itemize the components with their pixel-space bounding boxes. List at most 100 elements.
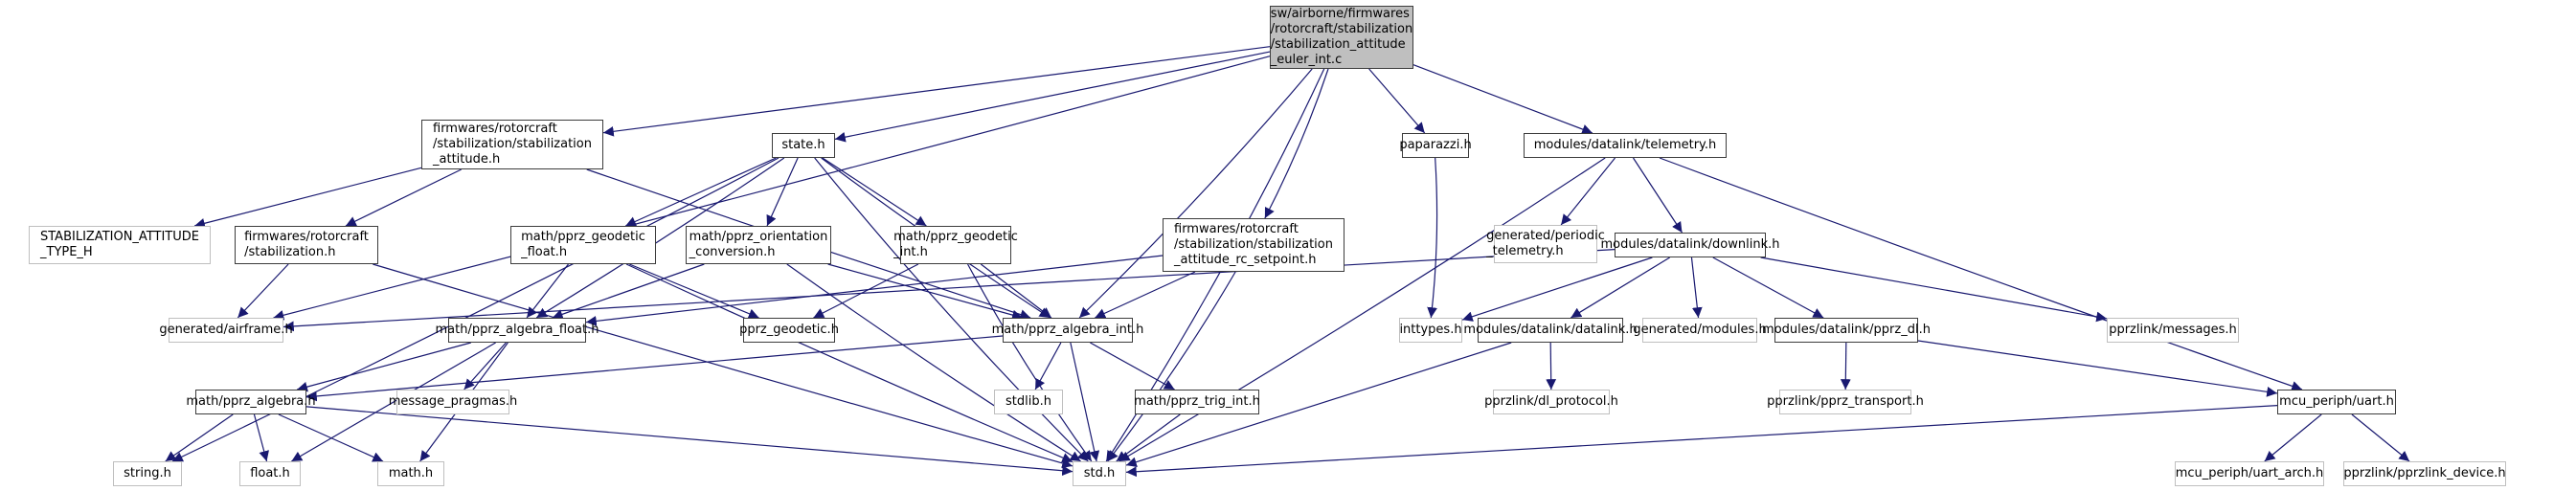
edge-root-to-airframe <box>273 56 1271 321</box>
node-label: modules/datalink/pprz_dl.h <box>1762 323 1931 337</box>
node-algebra[interactable]: math/pprz_algebra.h <box>186 390 316 414</box>
node-label: message_pragmas.h <box>388 394 518 409</box>
edge-telemetry-to-downlink <box>1632 157 1683 234</box>
node-label: math/pprz_orientation _conversion.h <box>689 230 828 259</box>
node-label: std.h <box>1083 466 1116 480</box>
node-label: modules/datalink/telemetry.h <box>1533 138 1717 152</box>
node-stab-att[interactable]: firmwares/rotorcraft /stabilization/stab… <box>421 120 603 169</box>
edge-algebra-float-to-msg-pragmas <box>463 342 507 391</box>
edge-algebra-int-to-trig-int <box>1090 342 1175 391</box>
edge-geodetic-int-to-std <box>967 263 1093 462</box>
node-trig-int[interactable]: math/pprz_trig_int.h <box>1134 390 1260 414</box>
edge-rc-setpoint-to-algebra-float <box>585 255 1164 326</box>
edge-algebra-int-to-algebra <box>305 335 1004 402</box>
edge-paparazzi-to-inttypes <box>1427 157 1438 319</box>
edge-downlink-to-inttypes <box>1461 257 1653 322</box>
edge-downlink-to-pprz-dl <box>1712 257 1824 319</box>
node-label: math/pprz_geodetic _float.h <box>521 230 645 259</box>
edge-telemetry-to-uart <box>1659 157 2303 391</box>
node-string: string.h <box>113 461 182 486</box>
node-label: generated/modules.h <box>1633 323 1767 337</box>
edge-geodetic-float-to-std <box>625 263 1073 463</box>
edge-orientation-to-algebra-float <box>552 263 705 320</box>
node-label: math/pprz_trig_int.h <box>1134 394 1260 409</box>
node-label: pprz_geodetic.h <box>739 323 839 337</box>
edge-state-to-orientation <box>766 157 799 227</box>
edge-state-to-algebra-float <box>535 157 785 319</box>
edge-datalink-to-dl-protocol <box>1546 342 1557 391</box>
edge-root-to-telemetry <box>1412 64 1593 135</box>
node-math: math.h <box>377 461 444 486</box>
edge-uart-to-uart-arch <box>2264 413 2322 462</box>
edge-stab-att-to-stab-type <box>193 167 422 229</box>
node-label: pprzlink/dl_protocol.h <box>1484 394 1618 409</box>
edge-algebra-to-math <box>278 413 384 462</box>
edge-datalink-to-std <box>1125 342 1512 467</box>
edge-root-to-rc-setpoint <box>1264 68 1329 219</box>
node-label: generated/airframe.h <box>159 323 293 337</box>
node-datalink[interactable]: modules/datalink/datalink.h <box>1463 318 1638 343</box>
edge-stabilization-to-std <box>373 263 1073 469</box>
node-orientation[interactable]: math/pprz_orientation _conversion.h <box>686 226 831 264</box>
node-state[interactable]: state.h <box>772 133 835 158</box>
edge-geodetic-float-to-algebra-float <box>526 263 569 319</box>
node-algebra-float[interactable]: math/pprz_algebra_float.h <box>436 318 599 343</box>
node-gen-modules: generated/modules.h <box>1633 318 1767 343</box>
edge-downlink-to-airframe <box>282 248 1616 332</box>
edge-state-to-string <box>171 157 780 462</box>
node-label: math/pprz_algebra_float.h <box>435 323 599 337</box>
node-downlink[interactable]: modules/datalink/downlink.h <box>1601 233 1779 257</box>
edge-algebra-int-to-stdlib <box>1034 342 1062 391</box>
edge-geodetic-float-to-pprz-geodetic <box>629 263 759 319</box>
node-label: modules/datalink/datalink.h <box>1463 323 1638 337</box>
node-inttypes: inttypes.h <box>1399 318 1462 343</box>
node-geodetic-float[interactable]: math/pprz_geodetic _float.h <box>510 226 656 264</box>
edge-downlink-to-datalink <box>1570 257 1670 319</box>
node-label: inttypes.h <box>1399 323 1462 337</box>
node-label: math/pprz_algebra.h <box>186 394 316 409</box>
node-geodetic-int[interactable]: math/pprz_geodetic _int.h <box>893 226 1018 264</box>
edge-downlink-to-messages <box>1760 257 2108 323</box>
node-rc-setpoint[interactable]: firmwares/rotorcraft /stabilization/stab… <box>1163 218 1344 272</box>
node-std: std.h <box>1073 461 1126 486</box>
node-msg-pragmas: message_pragmas.h <box>389 390 517 414</box>
node-label: paparazzi.h <box>1399 138 1472 152</box>
node-label: pprzlink/pprz_transport.h <box>1767 394 1924 409</box>
node-pprzlink-device: pprzlink/pprzlink_device.h <box>2343 461 2506 486</box>
edge-rc-setpoint-to-std <box>1107 271 1236 462</box>
edge-geodetic-int-to-pprz-geodetic <box>813 263 919 319</box>
edge-uart-to-pprzlink-device <box>2351 413 2410 462</box>
node-algebra-int[interactable]: math/pprz_algebra_int.h <box>992 318 1143 343</box>
node-label: modules/datalink/downlink.h <box>1600 237 1780 252</box>
node-label: state.h <box>781 138 825 152</box>
edge-state-to-std <box>814 157 1089 462</box>
edge-uart-to-std <box>1125 405 2278 478</box>
edge-pprz-dl-to-pprz-transport <box>1840 342 1851 391</box>
node-uart-arch: mcu_periph/uart_arch.h <box>2175 461 2324 486</box>
edge-algebra-int-to-std <box>1070 342 1100 462</box>
node-uart[interactable]: mcu_periph/uart.h <box>2277 390 2396 414</box>
node-pprz-dl[interactable]: modules/datalink/pprz_dl.h <box>1762 318 1931 343</box>
edge-root-to-algebra-int <box>1078 68 1313 319</box>
edge-state-to-geodetic-int <box>822 157 927 227</box>
edge-algebra-to-float <box>253 413 269 462</box>
node-stabilization[interactable]: firmwares/rotorcraft /stabilization.h <box>235 226 378 264</box>
edge-algebra-float-to-float <box>291 342 496 462</box>
node-label: math/pprz_geodetic _int.h <box>893 230 1018 259</box>
node-paparazzi[interactable]: paparazzi.h <box>1399 133 1472 158</box>
node-telemetry[interactable]: modules/datalink/telemetry.h <box>1524 133 1727 158</box>
edge-stab-att-to-stabilization <box>345 168 463 227</box>
edge-pprz-dl-to-uart <box>1917 340 2278 397</box>
node-label: STABILIZATION_ATTITUDE _TYPE_H <box>40 230 199 259</box>
node-dl-protocol: pprzlink/dl_protocol.h <box>1484 390 1618 414</box>
node-root[interactable]: sw/airborne/firmwares /rotorcraft/stabil… <box>1270 6 1413 69</box>
node-pprz-geodetic[interactable]: pprz_geodetic.h <box>739 318 839 343</box>
node-label: string.h <box>124 466 171 480</box>
edge-telemetry-to-std <box>1119 157 1606 462</box>
edge-downlink-to-gen-modules <box>1690 257 1703 319</box>
node-label: float.h <box>250 466 290 480</box>
node-label: firmwares/rotorcraft /stabilization/stab… <box>433 122 592 167</box>
edge-algebra-to-string <box>165 413 234 462</box>
node-airframe: generated/airframe.h <box>159 318 293 343</box>
